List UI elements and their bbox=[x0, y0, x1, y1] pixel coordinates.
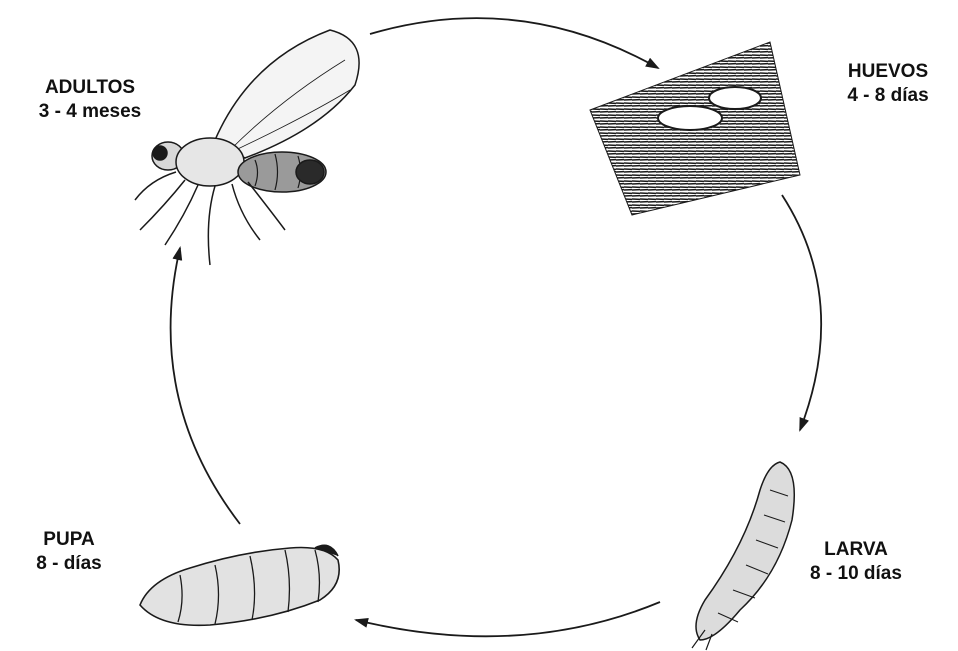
eggs-on-wood-icon bbox=[590, 42, 800, 215]
stage-duration: 8 - días bbox=[14, 552, 124, 576]
arrow-pupa-to-adult bbox=[171, 248, 240, 524]
arrow-eggs-to-larva bbox=[782, 195, 821, 430]
stage-duration: 3 - 4 meses bbox=[20, 100, 160, 124]
stage-name: ADULTOS bbox=[20, 76, 160, 100]
arrow-adult-to-eggs bbox=[370, 18, 658, 68]
stage-label-huevos: HUEVOS 4 - 8 días bbox=[818, 60, 958, 108]
stage-duration: 4 - 8 días bbox=[818, 84, 958, 108]
stage-duration: 8 - 10 días bbox=[786, 562, 926, 586]
larva-icon bbox=[692, 462, 794, 650]
stage-name: LARVA bbox=[786, 538, 926, 562]
fly-adult-icon bbox=[135, 30, 359, 265]
stage-name: HUEVOS bbox=[818, 60, 958, 84]
arrow-larva-to-pupa bbox=[356, 602, 660, 636]
stage-label-adultos: ADULTOS 3 - 4 meses bbox=[20, 76, 160, 124]
stage-label-larva: LARVA 8 - 10 días bbox=[786, 538, 926, 586]
stage-name: PUPA bbox=[14, 528, 124, 552]
pupa-icon bbox=[140, 545, 339, 625]
stage-label-pupa: PUPA 8 - días bbox=[14, 528, 124, 576]
